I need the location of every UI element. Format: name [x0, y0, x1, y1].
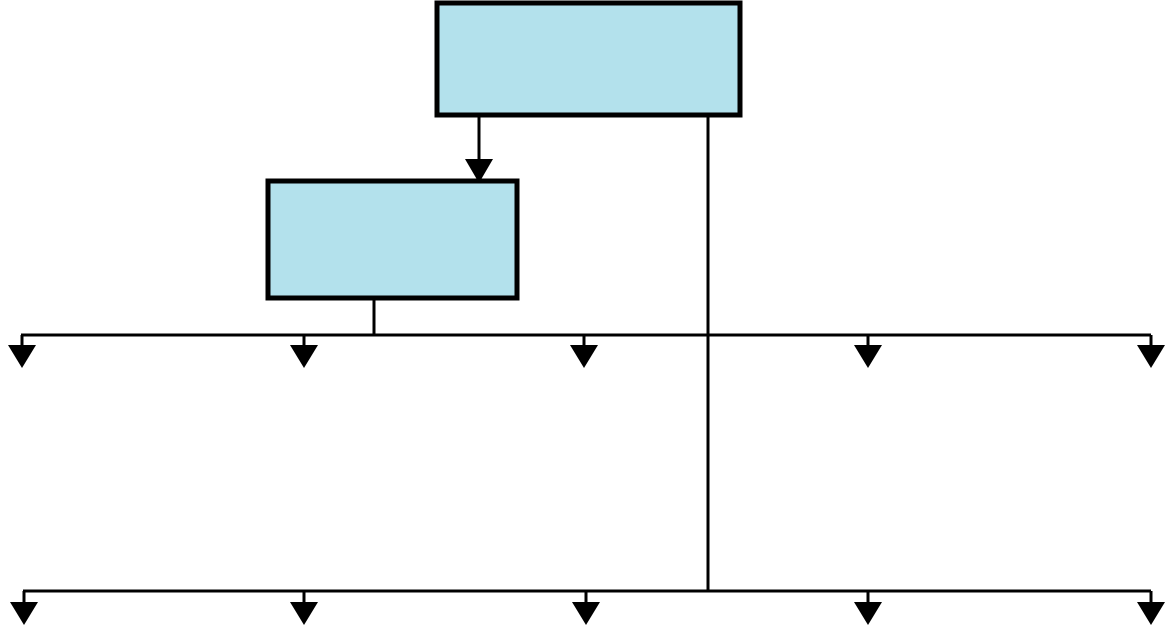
lower-row-arrow-4	[854, 602, 882, 625]
upper-row-arrow-4	[854, 345, 882, 368]
middle-box	[265, 178, 520, 301]
connector-lines	[20, 115, 1153, 605]
upper-row-arrow-2	[290, 345, 318, 368]
upper-row-arrow-1	[8, 345, 36, 368]
upper-row-arrow-3	[570, 345, 598, 368]
lower-row-arrow-1	[10, 602, 38, 625]
arrowheads	[8, 159, 1165, 625]
lower-row-arrow-2	[290, 602, 318, 625]
upper-row-arrow-5	[1137, 345, 1165, 368]
top-to-middle-arrow	[465, 159, 493, 183]
lower-row-arrow-3	[572, 602, 600, 625]
diagram-nodes	[265, 0, 743, 301]
lower-row-arrow-5	[1137, 602, 1165, 625]
top-box	[434, 0, 743, 118]
